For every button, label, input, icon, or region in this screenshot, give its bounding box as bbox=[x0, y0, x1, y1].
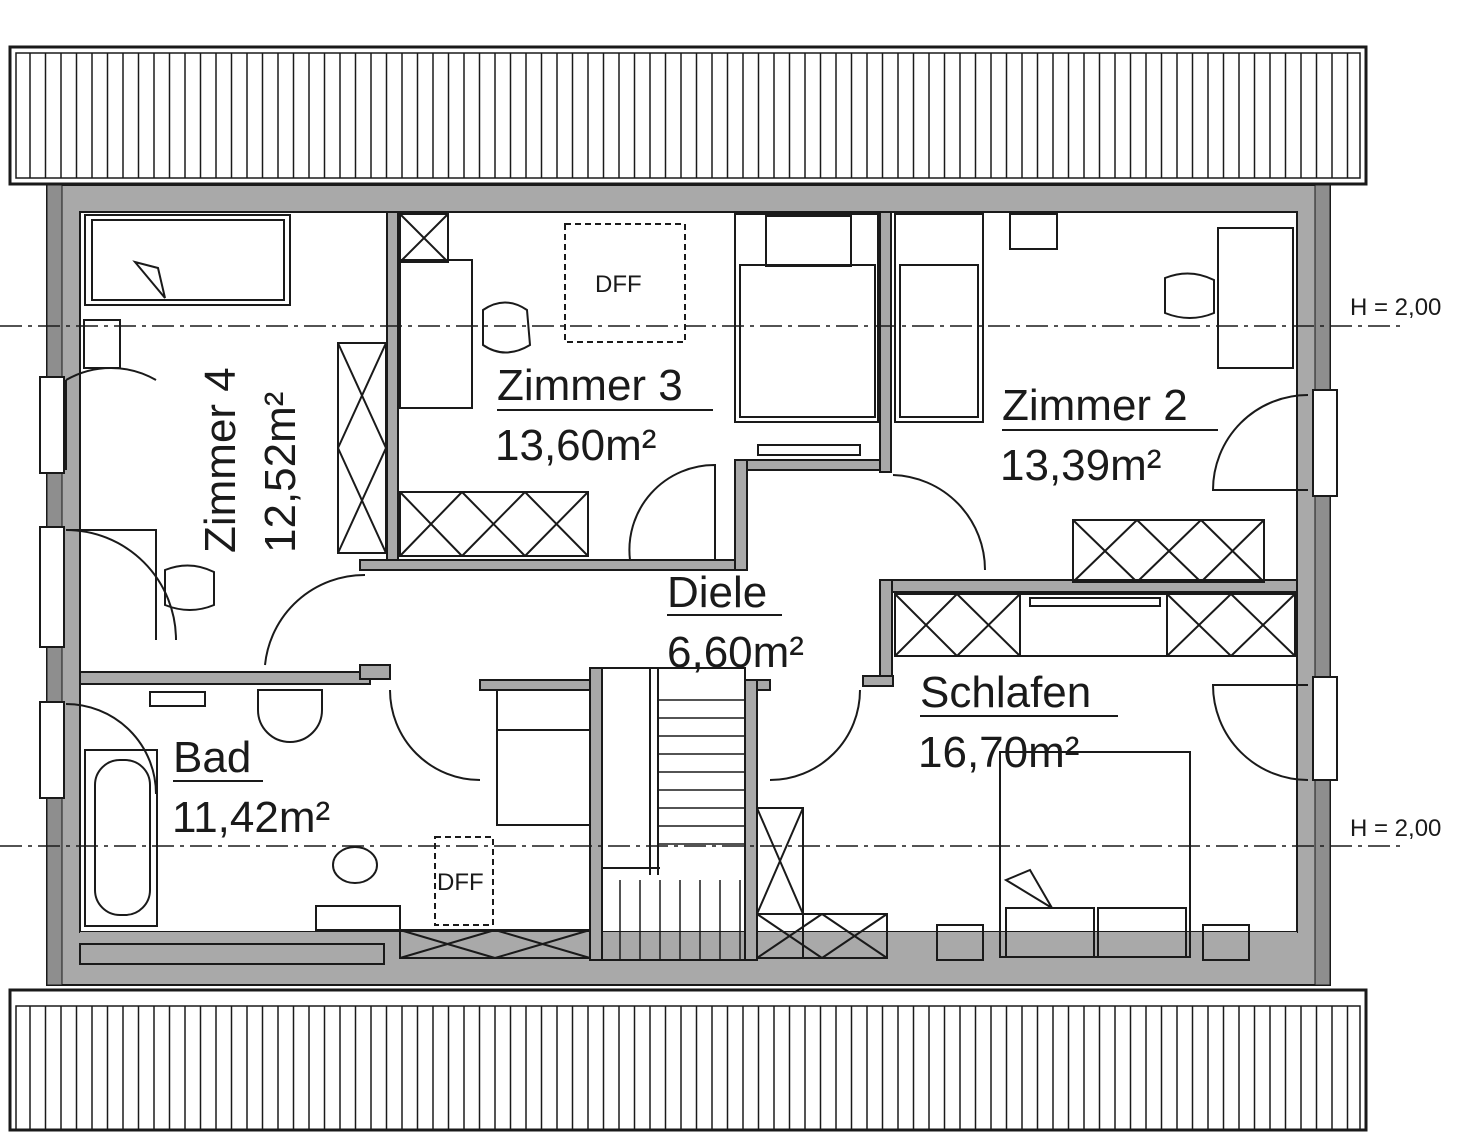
diele-name: Diele bbox=[667, 568, 767, 617]
dff-boxes bbox=[434, 223, 686, 926]
interior-walls bbox=[79, 211, 1298, 961]
zimmer4-name: Zimmer 4 bbox=[196, 367, 245, 553]
schlafen-name: Schlafen bbox=[920, 668, 1091, 717]
door-swings bbox=[65, 366, 1309, 795]
dff-label-zimmer3: DFF bbox=[595, 271, 642, 298]
zimmer3-name: Zimmer 3 bbox=[497, 361, 683, 410]
bad-area: 11,42m² bbox=[172, 793, 330, 842]
dff-label-bad: DFF bbox=[437, 869, 484, 896]
windows-left bbox=[39, 376, 65, 799]
roof-top bbox=[8, 45, 1368, 186]
windows-right bbox=[1312, 389, 1338, 781]
bad-name: Bad bbox=[173, 733, 251, 782]
roof-bottom bbox=[8, 988, 1368, 1132]
furniture bbox=[79, 213, 1296, 965]
height-label-top: H = 2,00 bbox=[1350, 294, 1441, 321]
schlafen-area: 16,70m² bbox=[918, 728, 1079, 777]
zimmer2-area: 13,39m² bbox=[1000, 441, 1161, 490]
height-label-bottom: H = 2,00 bbox=[1350, 815, 1441, 842]
zimmer4-area: 12,52m² bbox=[256, 392, 305, 553]
zimmer3-area: 13,60m² bbox=[495, 421, 656, 470]
diele-area: 6,60m² bbox=[667, 628, 804, 677]
height-lines bbox=[0, 325, 1400, 847]
chairs bbox=[164, 272, 1215, 611]
zimmer2-name: Zimmer 2 bbox=[1002, 381, 1188, 430]
